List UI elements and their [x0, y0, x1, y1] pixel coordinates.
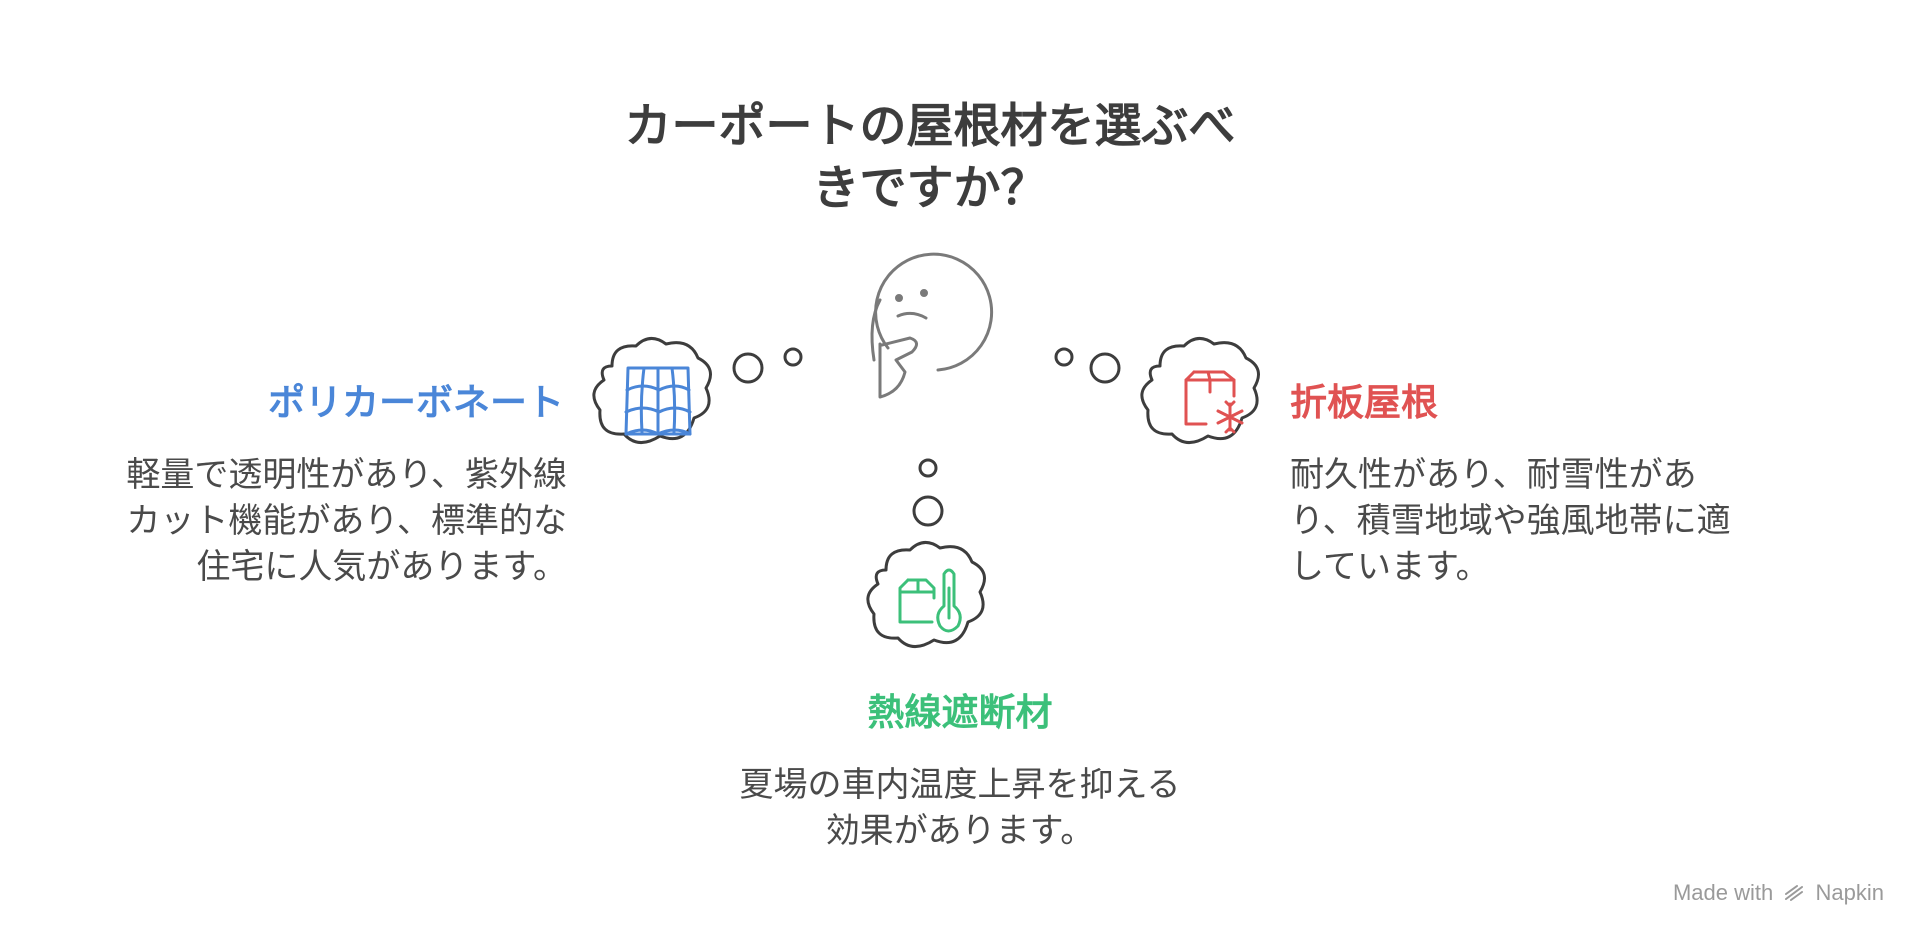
watermark-prefix: Made with [1672, 880, 1774, 905]
option-heading-heat-shield: 熱線遮断材 [867, 691, 1053, 734]
box-snowflake-icon [1184, 370, 1244, 434]
cloud-left [592, 337, 712, 444]
dot-left-large [732, 352, 764, 384]
cloud-right [1140, 337, 1260, 444]
dot-left-small [783, 347, 803, 367]
dot-right-large [1089, 352, 1121, 384]
dot-bottom-small [918, 458, 938, 478]
dot-bottom-large [912, 495, 944, 527]
cloud-bottom [866, 541, 986, 648]
option-description-heat-shield: 夏場の車内温度上昇を抑える 効果があります。 [739, 765, 1181, 851]
roof-tiles-icon [624, 366, 692, 436]
thinking-face-icon [870, 252, 994, 399]
option-description-folded-plate: 耐久性があり、耐雪性があ り、積雪地域や強風地帯に適 しています。 [1290, 455, 1731, 587]
thought-dots [732, 347, 1121, 527]
napkin-logo-icon [1785, 885, 1804, 901]
watermark-brand: Napkin [1815, 880, 1884, 905]
dot-right-small [1054, 347, 1074, 367]
box-thermometer-icon [898, 568, 962, 633]
option-heading-polycarbonate: ポリカーボネート [268, 381, 564, 424]
option-heading-folded-plate: 折板屋根 [1290, 381, 1438, 424]
watermark[interactable]: Made with Napkin [1673, 880, 1884, 906]
page-title: カーポートの屋根材を選ぶべ きですか？ [624, 99, 1236, 216]
option-description-polycarbonate: 軽量で透明性があり、紫外線 カット機能があり、標準的な 住宅に人気があります。 [126, 455, 567, 587]
